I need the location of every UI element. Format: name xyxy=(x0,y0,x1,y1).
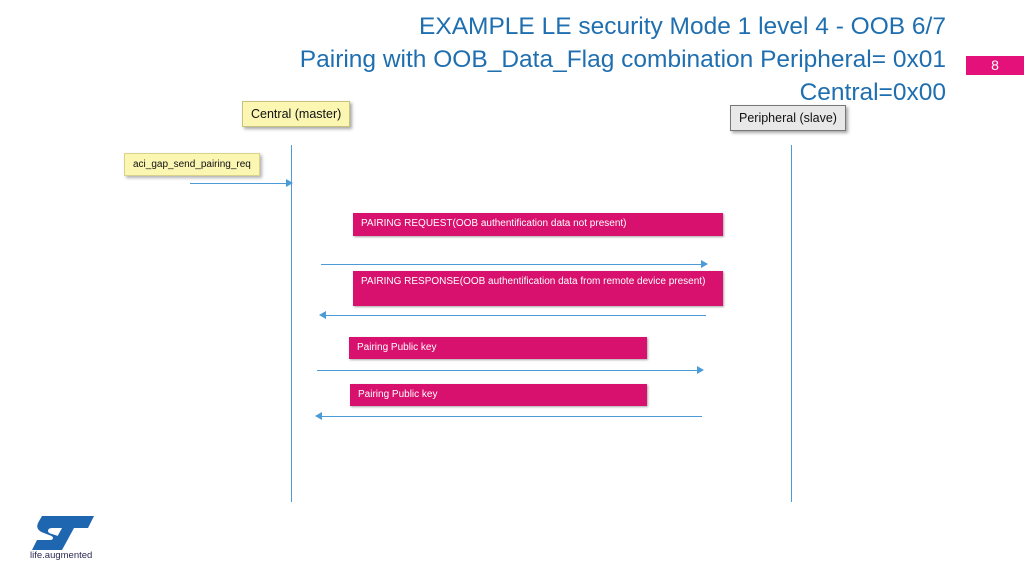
arrow-head-icon xyxy=(319,311,326,319)
arrow-pairing-request xyxy=(321,260,708,268)
message-pairing-response: PAIRING RESPONSE(OOB authentification da… xyxy=(353,271,723,306)
actor-central: Central (master) xyxy=(242,101,351,127)
page-title: EXAMPLE LE security Mode 1 level 4 - OOB… xyxy=(300,10,946,109)
command-note: aci_gap_send_pairing_req xyxy=(124,153,260,176)
arrow-head-icon xyxy=(697,366,704,374)
lifeline-peripheral xyxy=(791,145,792,502)
message-public-key-peripheral: Pairing Public key xyxy=(350,384,647,406)
title-line-3: Central=0x00 xyxy=(799,79,946,106)
arrow-pairing-response xyxy=(319,311,706,319)
arrow-public-key-central xyxy=(317,366,704,374)
st-logo-icon xyxy=(32,516,94,550)
arrow-head-icon xyxy=(286,179,293,187)
arrow-head-icon xyxy=(701,260,708,268)
actor-peripheral: Peripheral (slave) xyxy=(730,105,846,131)
logo-tagline: life.augmented xyxy=(30,550,93,561)
message-public-key-central: Pairing Public key xyxy=(349,337,647,359)
title-line-1: EXAMPLE LE security Mode 1 level 4 - OOB… xyxy=(419,13,946,40)
arrow-head-icon xyxy=(315,412,322,420)
page-number-badge: 8 xyxy=(966,56,1024,75)
title-line-2: Pairing with OOB_Data_Flag combination P… xyxy=(299,46,946,73)
arrow-public-key-peripheral xyxy=(315,412,702,420)
lifeline-central xyxy=(291,145,292,502)
message-pairing-request: PAIRING REQUEST(OOB authentification dat… xyxy=(353,213,723,236)
command-arrow xyxy=(190,179,293,187)
